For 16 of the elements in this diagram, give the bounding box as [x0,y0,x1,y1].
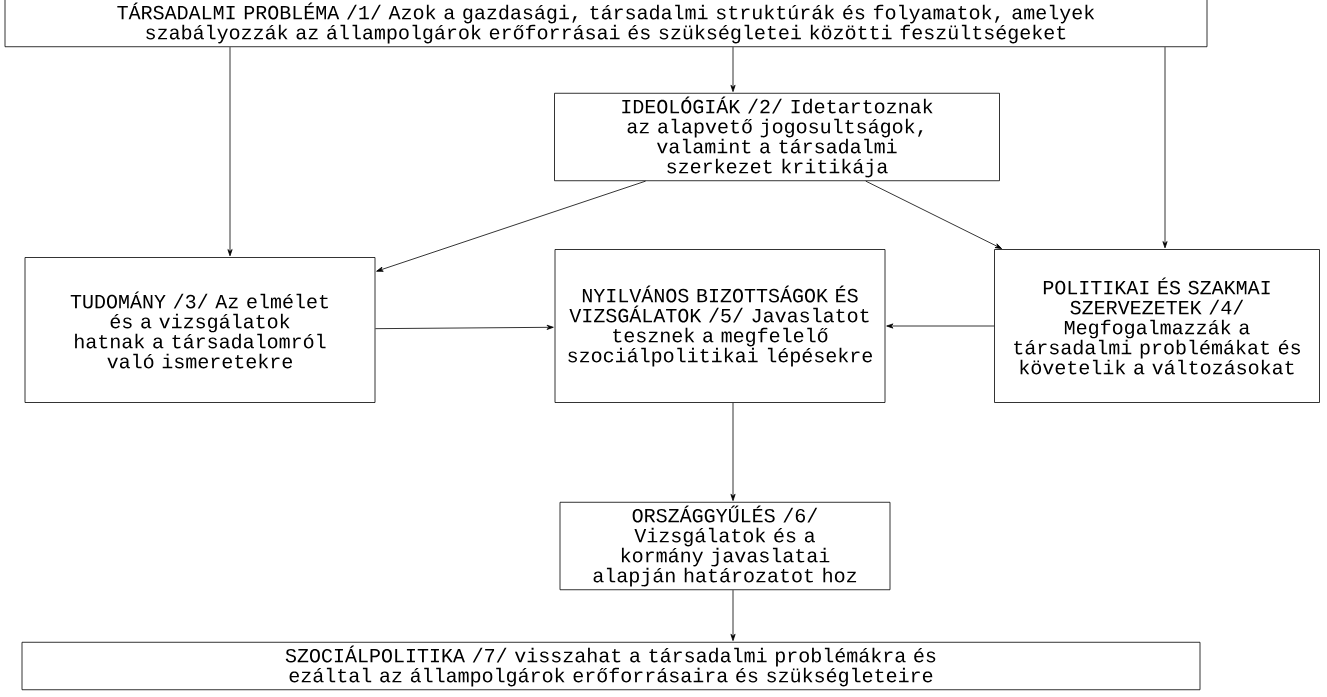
text-box: TUDOMÁNY /3/ Az elmélet és a vizsgálatok hatnak a társadalomról való ismeretekre [24,257,376,403]
text-box: NYILVÁNOS BIZOTTSÁGOK ÉS VIZSGÁLATOK /5/ Javaslatot tesznek a megfelelő szociálpolitikai lépésekre [554,249,886,403]
arrow [865,180,1002,249]
arrow [375,324,554,330]
arrow [730,589,736,641]
arrow [730,46,736,92]
text-box: ORSZÁGGYŰLÉS /6/ Vizsgálatok és a kormány javaslatai alapján határozatot hoz [559,501,891,591]
arrow [886,323,995,329]
text-box: IDEOLÓGIÁK /2/ Idetartoznak az alapvető jogosultságok, valamint a társadalmi szerkezet kritikája [554,92,1000,182]
text-box: POLITIKAI ÉS SZAKMAI SZERVEZETEK /4/ Megfogalmazzák a társadalmi problémákat és követelik a változásokat [994,249,1320,403]
arrow [730,402,736,501]
text-box: SZOCIÁLPOLITIKA /7/ visszahat a társadalmi problémákra és ezáltal az állampolgárok erőforrásaira és szükségleteire [21,641,1201,691]
arrow [376,180,646,272]
text-box: TÁRSADALMI PROBLÉMA /1/ Azok a gazdasági, társadalmi struktúrák és folyamatok, amelyek szabályozzák az állampolgárok erőforrásai és szükségletei közötti feszültségeket [4,0,1208,48]
arrow [1162,46,1168,249]
arrow [227,46,233,257]
